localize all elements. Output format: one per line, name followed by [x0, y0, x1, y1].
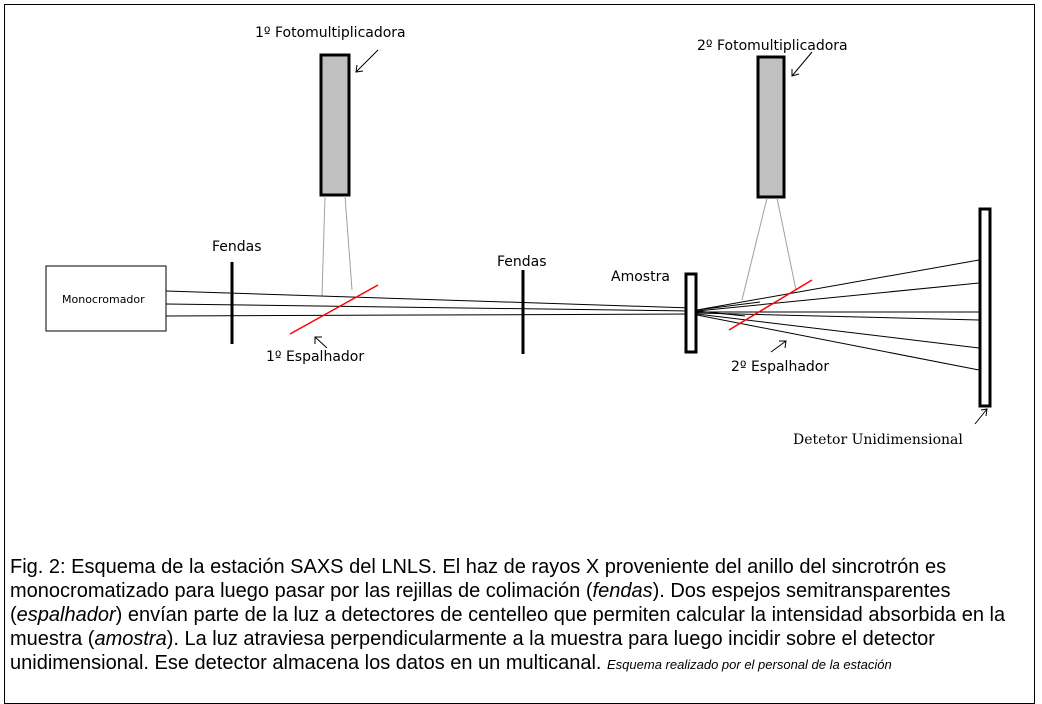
saxs-diagram: 1º Fotomultiplicadora 2º Fotomultiplicad… — [45, 25, 992, 448]
caption-text-1: Fig. 2: Esquema de la estación SAXS del … — [10, 556, 947, 602]
light-cone-2 — [741, 197, 797, 301]
x-ray-beam — [165, 290, 693, 317]
detector-label: Detetor Unidimensional — [793, 432, 963, 448]
pointer-arrows — [314, 49, 988, 425]
unidimensional-detector — [978, 207, 992, 408]
splitter1-label: 1º Espalhador — [266, 349, 364, 365]
sample — [684, 272, 698, 354]
figure-frame — [4, 4, 1035, 704]
pmt2-label: 2º Fotomultiplicadora — [697, 38, 848, 54]
splitter-2 — [728, 279, 813, 331]
slit1-label: Fendas — [212, 239, 262, 255]
caption-term-amostra: amostra — [94, 628, 167, 650]
photomultiplier-2 — [756, 55, 786, 199]
monochromator-label: Monocromador — [62, 293, 145, 306]
splitter-1 — [289, 284, 379, 335]
pmt1-label: 1º Fotomultiplicadora — [255, 25, 406, 41]
scattered-rays — [696, 259, 980, 371]
sample-label: Amostra — [611, 269, 670, 285]
caption-term-espalhador: espalhador — [16, 604, 116, 626]
splitter2-label: 2º Espalhador — [731, 359, 829, 375]
caption-text-3: ) envían parte de la luz a detectores de… — [10, 604, 1006, 650]
caption-term-fendas: fendas — [592, 580, 653, 602]
caption-text-4: ). La luz atraviesa perpendicularmente a… — [10, 628, 935, 674]
caption-credit: Esquema realizado por el personal de la … — [607, 657, 892, 672]
light-cone-1 — [321, 195, 353, 297]
figure-caption: Fig. 2: Esquema de la estación SAXS del … — [10, 555, 1025, 677]
photomultiplier-1 — [319, 53, 351, 197]
slit2-label: Fendas — [497, 254, 547, 270]
monochromator-box — [45, 265, 167, 332]
caption-text-2: ). Dos espejos semitransparentes ( — [10, 580, 951, 626]
